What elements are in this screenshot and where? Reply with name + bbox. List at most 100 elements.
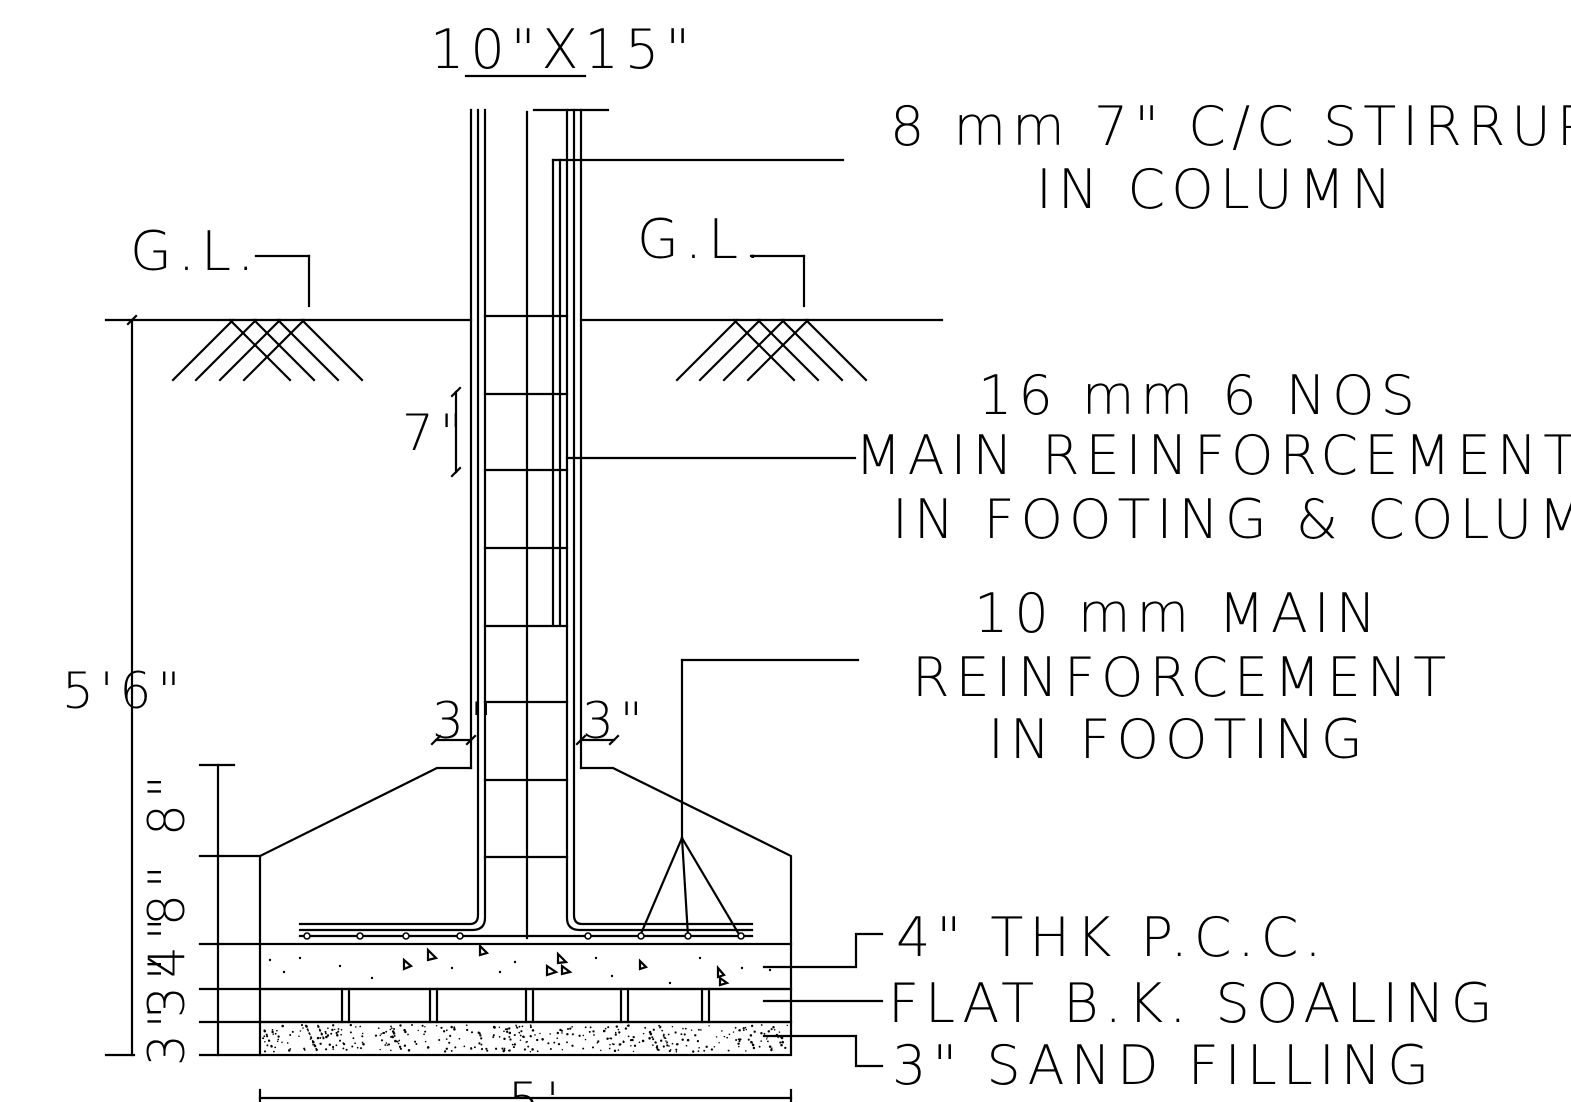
sand-dot [492, 1036, 495, 1039]
sand-dot [669, 1049, 672, 1051]
sand-dot [470, 1031, 474, 1034]
sand-dot [671, 1042, 674, 1045]
sand-dot [385, 1030, 388, 1033]
footing-bottom-bars [298, 932, 754, 940]
sand-dot [445, 1047, 448, 1050]
sand-dot [349, 1023, 352, 1027]
sand-dot [417, 1029, 419, 1032]
sand-dot [442, 1030, 446, 1033]
sand-dot [547, 1042, 550, 1045]
sand-dot [715, 1036, 718, 1038]
sand-dot [692, 1050, 695, 1053]
sand-dot [566, 1032, 569, 1036]
main-bar-label-line1: 16 mm 6 NOS [978, 364, 1421, 427]
pcc-aggregate-pattern [268, 943, 772, 987]
sand-dot [600, 1049, 602, 1052]
sand-dot [394, 1039, 397, 1043]
sand-dot [553, 1041, 556, 1044]
sand-dot [337, 1028, 340, 1030]
sand-dot [685, 1044, 688, 1047]
sand-dot [710, 1048, 714, 1051]
sand-dot [697, 1050, 700, 1052]
sand-dot [751, 1043, 755, 1047]
sand-dot [377, 1027, 380, 1030]
footing-bar-label-line1: 10 mm MAIN [974, 582, 1382, 645]
sand-dot [288, 1049, 291, 1052]
sand-dot [675, 1048, 678, 1051]
stirrup-label-line1: 8 mm 7" C/C STIRRUP [890, 95, 1571, 158]
footing-bar-leader [638, 658, 860, 938]
brick-soling-layer [258, 987, 793, 1024]
sand-dot [403, 1028, 406, 1032]
sand-dot [312, 1040, 315, 1044]
sand-dot [397, 1040, 399, 1043]
sand-dot [398, 1045, 402, 1048]
sand-dot [649, 1032, 653, 1036]
pcc-layer [258, 942, 793, 991]
sand-dot [480, 1043, 483, 1046]
sand-dot [737, 1042, 740, 1045]
sand-dot [760, 1031, 763, 1035]
sand-dot [750, 1024, 754, 1028]
sand-dot [379, 1034, 381, 1037]
sand-dot [713, 1046, 716, 1048]
sand-dot [313, 1044, 317, 1048]
sand-dot [569, 1027, 572, 1030]
sand-dot [549, 1033, 551, 1035]
sand-dot [744, 1026, 747, 1029]
sand-dot [415, 1042, 418, 1046]
sand-dot [492, 1034, 495, 1037]
sand-dot [319, 1036, 322, 1039]
sand-dot [618, 1031, 621, 1034]
sand-dot [778, 1031, 781, 1033]
sand-dot [529, 1035, 532, 1038]
sand-dot [403, 1044, 407, 1047]
sand-dot [747, 1038, 750, 1041]
sand-dot [390, 1049, 392, 1052]
sand-dot [675, 1051, 678, 1053]
sand-dot [273, 1050, 275, 1053]
sand-dot [663, 1036, 666, 1039]
sand-dot [326, 1034, 330, 1037]
sand-dot [277, 1038, 280, 1041]
sand-dot [404, 1030, 407, 1034]
sand-dot [264, 1040, 266, 1043]
sand-dot [617, 1049, 620, 1051]
sand-dot [299, 1030, 302, 1032]
sand-dot [626, 1024, 629, 1027]
sand-dot [534, 1034, 536, 1036]
sand-dot [675, 1043, 679, 1046]
sand-dot [340, 1033, 342, 1036]
sand-dot [660, 1039, 663, 1042]
sand-dot [272, 1033, 275, 1035]
sand-dot [681, 1038, 684, 1041]
sand-dot [355, 1026, 357, 1028]
sand-dot [315, 1048, 318, 1052]
sand-dot [277, 1035, 280, 1038]
sand-dot [588, 1030, 591, 1033]
sand-dot [397, 1042, 400, 1045]
sand-dot [751, 1042, 753, 1044]
sand-dot [454, 1046, 457, 1049]
sand-dot [742, 1027, 745, 1030]
sand-dot [335, 1031, 338, 1035]
sand-dot [270, 1045, 273, 1048]
sand-label: 3" SAND FILLING [892, 1034, 1435, 1097]
sand-dot [318, 1029, 322, 1032]
sand-dot [356, 1046, 359, 1049]
sand-dot [361, 1035, 364, 1038]
sand-dot [352, 1037, 355, 1040]
sand-dot [529, 1026, 532, 1029]
sand-dot [786, 1024, 789, 1027]
sand-dot [749, 1034, 753, 1037]
sand-leader [762, 1034, 884, 1068]
sand-dot [557, 1042, 561, 1046]
layer-dim-sand: 3" [138, 999, 196, 1066]
sand-dot [266, 1035, 269, 1038]
sand-dot [291, 1030, 294, 1033]
sand-dot [758, 1045, 761, 1048]
sand-dot [519, 1039, 522, 1041]
sand-dot [668, 1050, 671, 1053]
sand-dot [745, 1050, 747, 1052]
sand-dot [332, 1024, 335, 1027]
